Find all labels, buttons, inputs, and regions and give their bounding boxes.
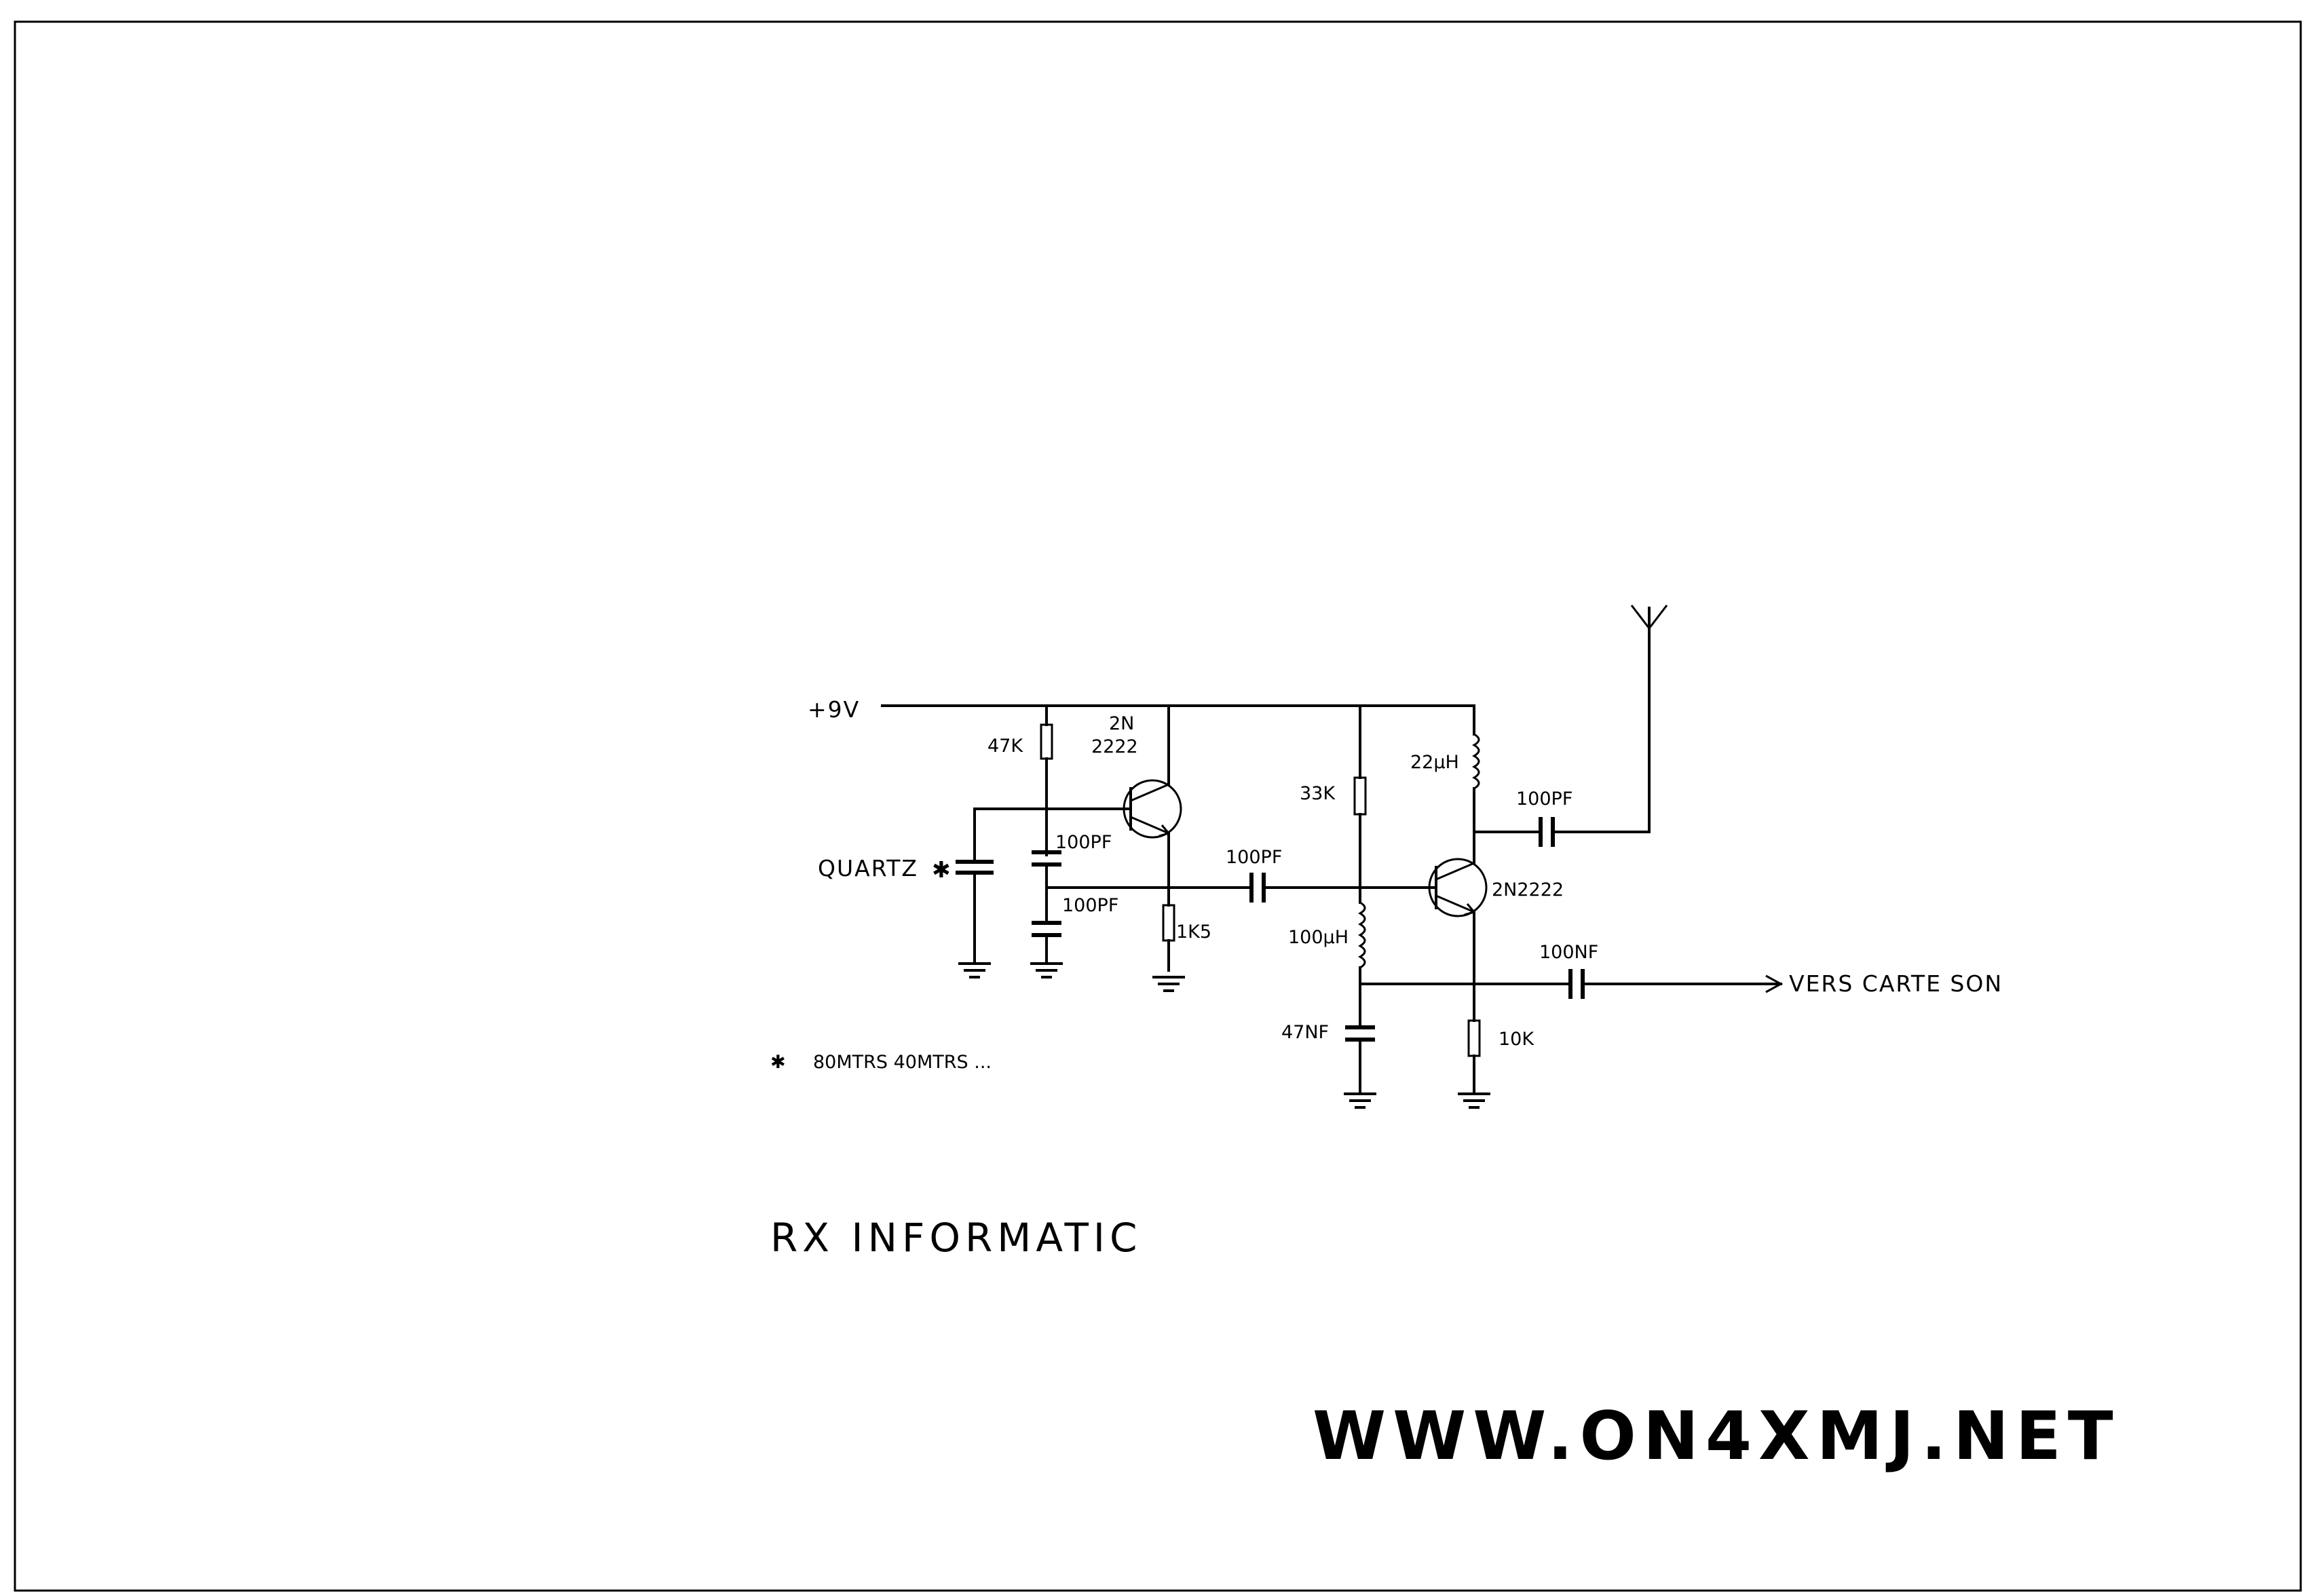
capacitor-c1: 100PF: [1032, 832, 1112, 924]
ground-10k: [1458, 1092, 1490, 1109]
resistor-33k: 33K: [1300, 704, 1367, 904]
capacitor-antenna-label: 100PF: [1516, 788, 1572, 810]
resistor-10k-label: 10K: [1499, 1029, 1534, 1050]
capacitor-c2-label: 100PF: [1062, 895, 1118, 916]
supply-rail: +9V: [808, 696, 1475, 723]
transistor-q2: 2N2222: [1428, 858, 1564, 917]
resistor-47k-label: 47K: [987, 736, 1023, 757]
inductor-100uh: 100µH: [1288, 901, 1366, 1027]
inductor-22uh-label: 22µH: [1410, 752, 1459, 773]
quartz-mark: ✱: [932, 856, 952, 883]
sheet-border: [14, 20, 2302, 1592]
resistor-47k: 47K: [987, 704, 1053, 856]
resistor-1k5-label: 1K5: [1176, 922, 1211, 943]
antenna-icon: [1630, 605, 1668, 833]
capacitor-output-label: 100NF: [1539, 942, 1598, 963]
capacitor-output: 100NF: [1539, 942, 1598, 999]
ground-47nf: [1344, 1092, 1376, 1109]
footnote-text: 80MTRS 40MTRS ...: [813, 1052, 992, 1073]
footnote-mark: ✱: [770, 1052, 786, 1073]
capacitor-47nf-label: 47NF: [1281, 1022, 1329, 1043]
inductor-100uh-label: 100µH: [1288, 927, 1349, 948]
output-label: VERS CARTE SON: [1789, 970, 2003, 997]
capacitor-antenna: 100PF: [1516, 788, 1572, 847]
quartz-crystal: QUARTZ ✱: [818, 808, 994, 965]
ground-quartz: [958, 962, 991, 978]
q1-label-line1: 2N: [1109, 713, 1134, 734]
diagram-title: RX INFORMATIC: [770, 1215, 1142, 1261]
q1-label-line2: 2222: [1091, 736, 1138, 757]
capacitor-c1-label: 100PF: [1055, 832, 1112, 853]
output-arrow-icon: [1765, 974, 1784, 993]
capacitor-c2: 100PF: [1032, 895, 1118, 965]
ground-c2: [1030, 962, 1063, 978]
inductor-22uh: 22µH: [1410, 704, 1480, 864]
resistor-10k: 10K: [1467, 1019, 1534, 1095]
quartz-label: QUARTZ: [818, 855, 918, 881]
ground-1k5: [1152, 976, 1185, 992]
resistor-1k5: 1K5: [1162, 904, 1211, 972]
website-label: WWW.ON4XMJ.NET: [1313, 1398, 2120, 1475]
capacitor-coupling: 100PF: [1226, 847, 1282, 902]
resistor-33k-label: 33K: [1300, 783, 1336, 804]
supply-label: +9V: [808, 696, 860, 723]
q2-label: 2N2222: [1492, 879, 1564, 900]
capacitor-coupling-label: 100PF: [1226, 847, 1282, 868]
transistor-q1: 2N 2222: [1091, 704, 1182, 839]
capacitor-47nf: 47NF: [1281, 1022, 1375, 1095]
